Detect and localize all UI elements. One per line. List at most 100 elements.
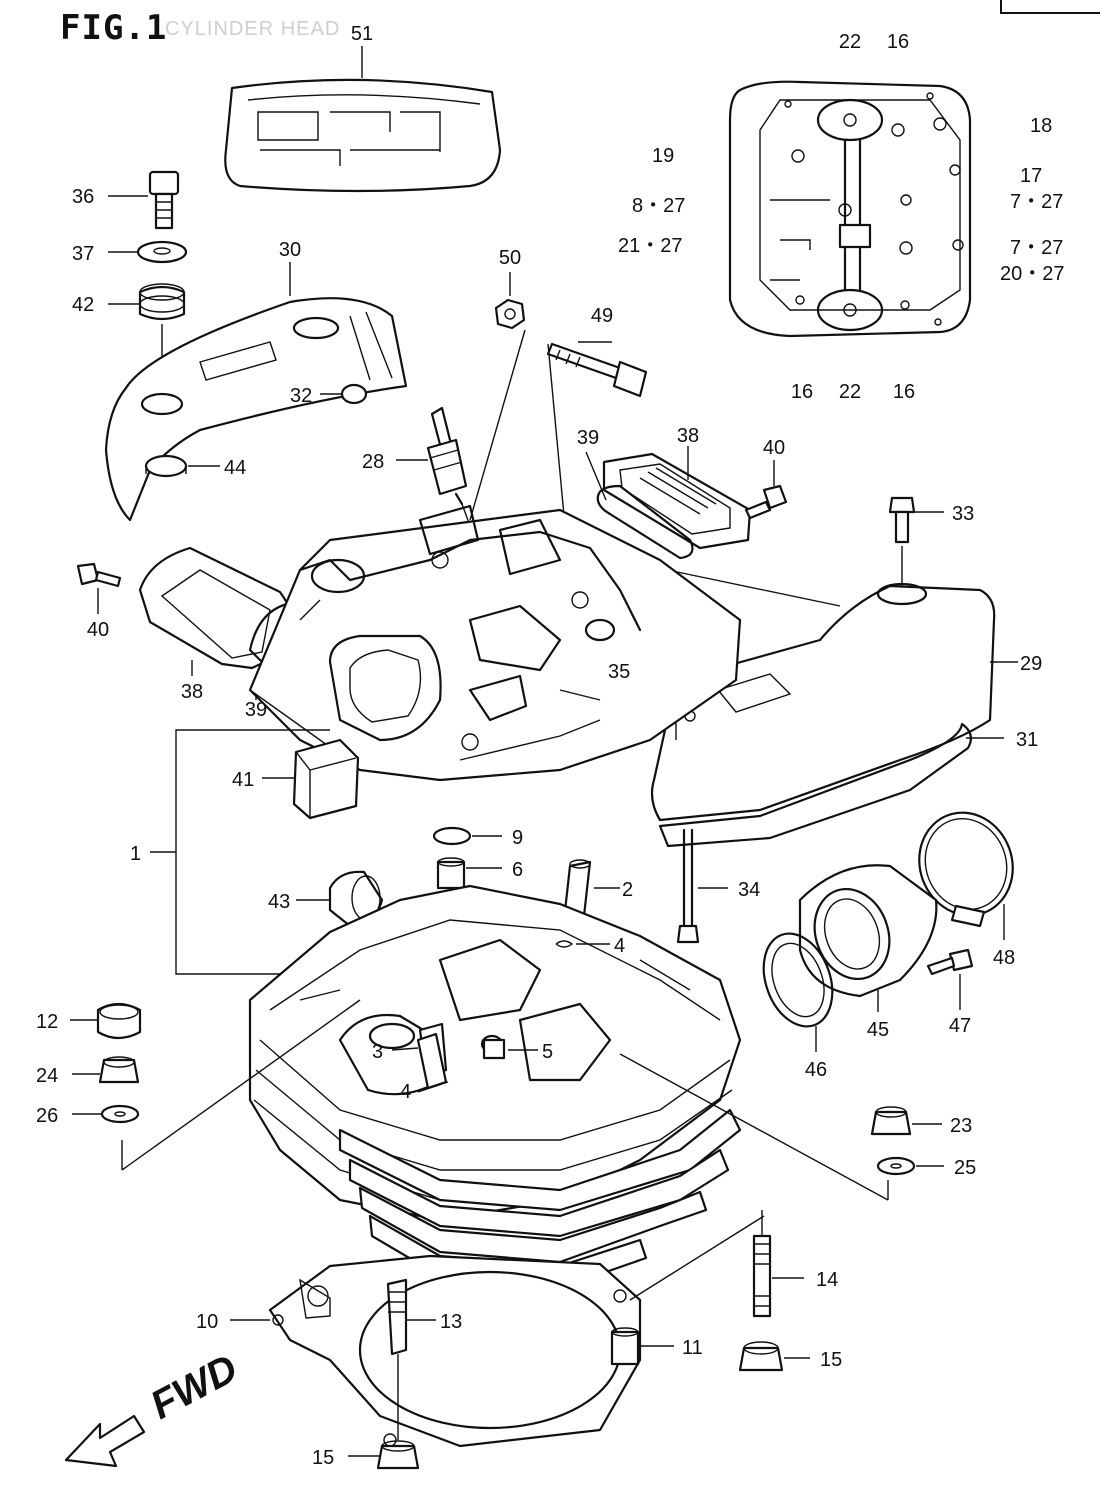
part-11-dowel — [610, 1327, 640, 1366]
part-13-stud — [386, 1278, 408, 1356]
page-corner-frame — [1000, 0, 1100, 14]
part-30-side-cover — [104, 297, 408, 522]
callout-label-29: 29 — [1020, 653, 1042, 675]
callout-label-16c: 16 — [893, 381, 915, 403]
part-34-long-bolt — [676, 828, 700, 944]
figure-title: FIG.1 — [60, 8, 168, 48]
callout-label-8-27: 8・27 — [632, 195, 685, 217]
callout-label-42: 42 — [72, 294, 94, 316]
callout-label-22b: 22 — [839, 381, 861, 403]
part-28-spark-plug — [426, 406, 468, 506]
part-48-clamp — [918, 811, 1014, 928]
callout-label-41: 41 — [232, 769, 254, 791]
callout-label-37: 37 — [72, 243, 94, 265]
callout-label-21-27: 21・27 — [618, 235, 683, 257]
part-36-bolt — [148, 170, 180, 230]
callout-label-30: 30 — [279, 239, 301, 261]
part-39-gasket-upper — [596, 484, 694, 560]
callout-label-3: 3 — [372, 1041, 383, 1063]
part-37-washer — [136, 240, 188, 264]
callout-label-9: 9 — [512, 827, 523, 849]
callout-label-10: 10 — [196, 1311, 218, 1333]
callout-label-5: 5 — [542, 1041, 553, 1063]
callout-label-15a: 15 — [820, 1349, 842, 1371]
callout-label-4a: 4 — [614, 935, 625, 957]
callout-label-25: 25 — [954, 1157, 976, 1179]
part-6-dowel — [436, 857, 466, 890]
callout-label-23: 23 — [950, 1115, 972, 1137]
callout-label-47: 47 — [949, 1015, 971, 1037]
callout-label-39a: 39 — [577, 427, 599, 449]
callout-label-24: 24 — [36, 1065, 58, 1087]
callout-label-43: 43 — [268, 891, 290, 913]
callout-label-18: 18 — [1030, 115, 1052, 137]
callout-label-48: 48 — [993, 947, 1015, 969]
callout-label-22a: 22 — [839, 31, 861, 53]
callout-label-15b: 15 — [312, 1447, 334, 1469]
part-51-gasket-plate — [224, 78, 502, 193]
part-15-nut-bottom — [376, 1440, 420, 1470]
callout-label-7-27b: 7・27 — [1010, 237, 1063, 259]
callout-label-11: 11 — [682, 1337, 703, 1359]
callout-label-31: 31 — [1016, 729, 1038, 751]
callout-label-40a: 40 — [763, 437, 785, 459]
part-cover-top-view — [728, 80, 972, 338]
part-9-o-ring — [432, 826, 472, 846]
callout-label-38b: 38 — [181, 681, 203, 703]
callout-label-19: 19 — [652, 145, 674, 167]
part-14-stud — [752, 1234, 772, 1318]
part-31-gasket-right — [658, 722, 973, 848]
callout-label-1: 1 — [130, 843, 141, 865]
callout-label-12: 12 — [36, 1011, 58, 1033]
callout-label-35: 35 — [608, 661, 630, 683]
fwd-arrow-icon — [64, 1414, 146, 1468]
callout-label-44: 44 — [224, 457, 246, 479]
callout-label-6: 6 — [512, 859, 523, 881]
part-26-washer — [100, 1104, 140, 1124]
part-23-nut — [870, 1106, 912, 1136]
part-40-bolt-upper — [744, 484, 788, 520]
callout-label-40b: 40 — [87, 619, 109, 641]
callout-label-39b: 39 — [245, 699, 267, 721]
part-45-intake-pipe — [798, 864, 938, 998]
part-12-cap-nut — [96, 1002, 142, 1040]
callout-label-14: 14 — [816, 1269, 838, 1291]
callout-label-34: 34 — [738, 879, 760, 901]
part-49-bolt — [546, 342, 648, 398]
part-42-grommet — [138, 283, 186, 321]
callout-label-32: 32 — [290, 385, 312, 407]
part-47-bolt — [926, 948, 974, 976]
callout-label-49: 49 — [591, 305, 613, 327]
callout-label-4b: 4 — [400, 1081, 411, 1103]
part-cylinder-head-upper — [248, 504, 742, 782]
callout-label-36: 36 — [72, 186, 94, 208]
callout-label-46: 46 — [805, 1059, 827, 1081]
part-50-nut — [494, 298, 526, 330]
part-5-dowel — [482, 1038, 506, 1060]
callout-label-16b: 16 — [791, 381, 813, 403]
callout-label-17: 17 — [1020, 165, 1042, 187]
part-24-nut — [98, 1056, 140, 1084]
part-10-cylinder-gasket — [268, 1254, 642, 1448]
part-25-washer — [876, 1156, 916, 1176]
part-33-bolt — [888, 496, 916, 544]
callout-label-33: 33 — [952, 503, 974, 525]
callout-label-20-27: 20・27 — [1000, 263, 1065, 285]
part-44-collar — [144, 454, 188, 478]
fwd-label: FWD — [144, 1346, 245, 1428]
part-41-cap — [292, 738, 360, 820]
callout-label-28: 28 — [362, 451, 384, 473]
callout-label-45: 45 — [867, 1019, 889, 1041]
callout-label-26: 26 — [36, 1105, 58, 1127]
callout-label-13: 13 — [440, 1311, 462, 1333]
callout-label-50: 50 — [499, 247, 521, 269]
part-40-bolt-left — [76, 562, 122, 588]
callout-label-7-27a: 7・27 — [1010, 191, 1063, 213]
callout-label-16a: 16 — [887, 31, 909, 53]
part-38-cover-plate-upper — [602, 452, 752, 550]
callout-label-51: 51 — [351, 23, 373, 45]
part-4-clip — [555, 940, 574, 948]
part-32-cap — [340, 383, 368, 405]
figure-subtitle: CYLINDER HEAD — [165, 18, 341, 40]
